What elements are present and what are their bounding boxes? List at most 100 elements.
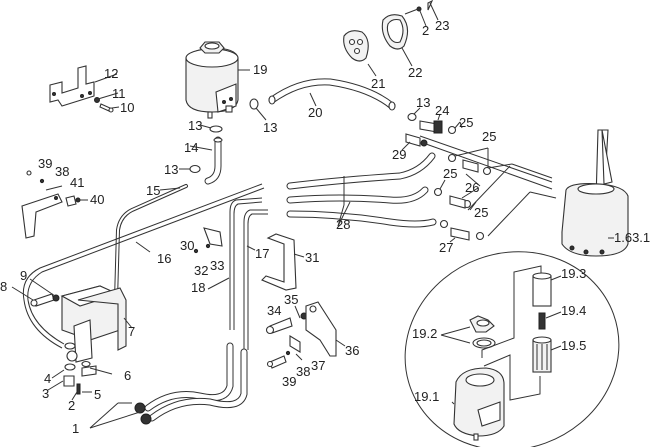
label-9: 9 [20,268,27,283]
hose-1 [134,342,248,425]
label-2: 2 [68,398,75,413]
label-16: 16 [157,251,171,266]
flange-22 [381,14,409,50]
screw-23 [416,0,434,12]
pipe-15 [114,184,188,302]
bracket-36 [305,301,337,357]
flange-21 [343,30,369,62]
bracket-31 [261,233,297,291]
label-3: 3 [42,386,49,401]
filter-cap-19.3 [532,272,552,307]
bracket-12 [49,65,95,107]
label-25: 25 [474,205,488,220]
clamp-13-d [407,112,417,122]
clamp-13-c [189,164,201,174]
label-25: 25 [459,115,473,130]
pipe-18 [229,197,263,330]
label-39: 39 [38,156,52,171]
label-28: 28 [336,217,350,232]
hose-20 [268,78,396,111]
plate-37 [289,335,301,353]
label-15: 15 [146,183,160,198]
clip-40 [65,195,81,207]
clamp-13-a [249,98,259,110]
label-25: 25 [482,129,496,144]
pipe-17 [243,209,268,350]
label-26: 26 [465,180,479,195]
washer-11 [94,97,100,103]
label-21: 21 [371,76,385,91]
filter-19.5 [532,336,552,373]
label-32: 32 [194,263,208,278]
detail-oval [404,251,620,447]
label-13: 13 [263,120,277,135]
steering-unit-1.63.1 [561,129,629,257]
pipe-16 [22,183,265,349]
clamp-13-b [209,125,223,133]
label-19.5: 19.5 [561,338,586,353]
label-2: 2 [422,23,429,38]
reservoir-19.1 [453,367,505,441]
label-27: 27 [439,240,453,255]
label-35: 35 [284,292,298,307]
label-36: 36 [345,343,359,358]
label-18: 18 [191,280,205,295]
bolt-10 [99,103,114,113]
label-17: 17 [255,246,269,261]
label-13: 13 [164,162,178,177]
bolt-8 [30,293,55,307]
label-34: 34 [267,303,281,318]
label-25: 25 [443,166,457,181]
banjo-29 [405,133,428,147]
label-40: 40 [90,192,104,207]
label-5: 5 [94,387,101,402]
hose-28 [286,152,437,228]
spring-19.4 [538,312,546,330]
label-13: 13 [188,118,202,133]
label-4: 4 [44,371,51,386]
cap-19.2 [469,315,496,349]
pump-7 [60,285,127,363]
label-10: 10 [120,100,134,115]
label-39: 39 [282,374,296,389]
label-41: 41 [70,175,84,190]
bolt-34 [265,317,293,335]
label-19.1: 19.1 [414,389,439,404]
adapter-24 [419,120,443,134]
label-20: 20 [308,105,322,120]
label-33: 33 [210,258,224,273]
label-12: 12 [104,66,118,81]
label-23: 23 [435,18,449,33]
label-19: 19 [253,62,267,77]
label-29: 29 [392,147,406,162]
label-19.4: 19.4 [561,303,586,318]
label-38: 38 [55,164,69,179]
label-37: 37 [311,358,325,373]
label-22: 22 [408,65,422,80]
label-8: 8 [0,279,7,294]
clip-30 [203,227,223,247]
washer-38-a [39,178,45,184]
adapter-26-a [462,159,479,173]
label-31: 31 [305,250,319,265]
washer-9 [52,294,60,302]
adapter-26-b [449,195,466,209]
label-1: 1 [72,421,79,436]
label-14: 14 [184,140,198,155]
label-24: 24 [435,103,449,118]
label-11: 11 [112,86,126,101]
label-38: 38 [296,364,310,379]
hose-14 [204,136,223,185]
bolt-39-b [266,355,287,369]
label-1.63.1: 1.63.1 [614,230,650,245]
label-19.2: 19.2 [412,326,437,341]
bracket-41 [21,193,63,239]
label-13: 13 [416,95,430,110]
label-19.3: 19.3 [561,266,586,281]
label-30: 30 [180,238,194,253]
reservoir-19 [185,41,239,119]
label-6: 6 [124,368,131,383]
label-7: 7 [128,324,135,339]
